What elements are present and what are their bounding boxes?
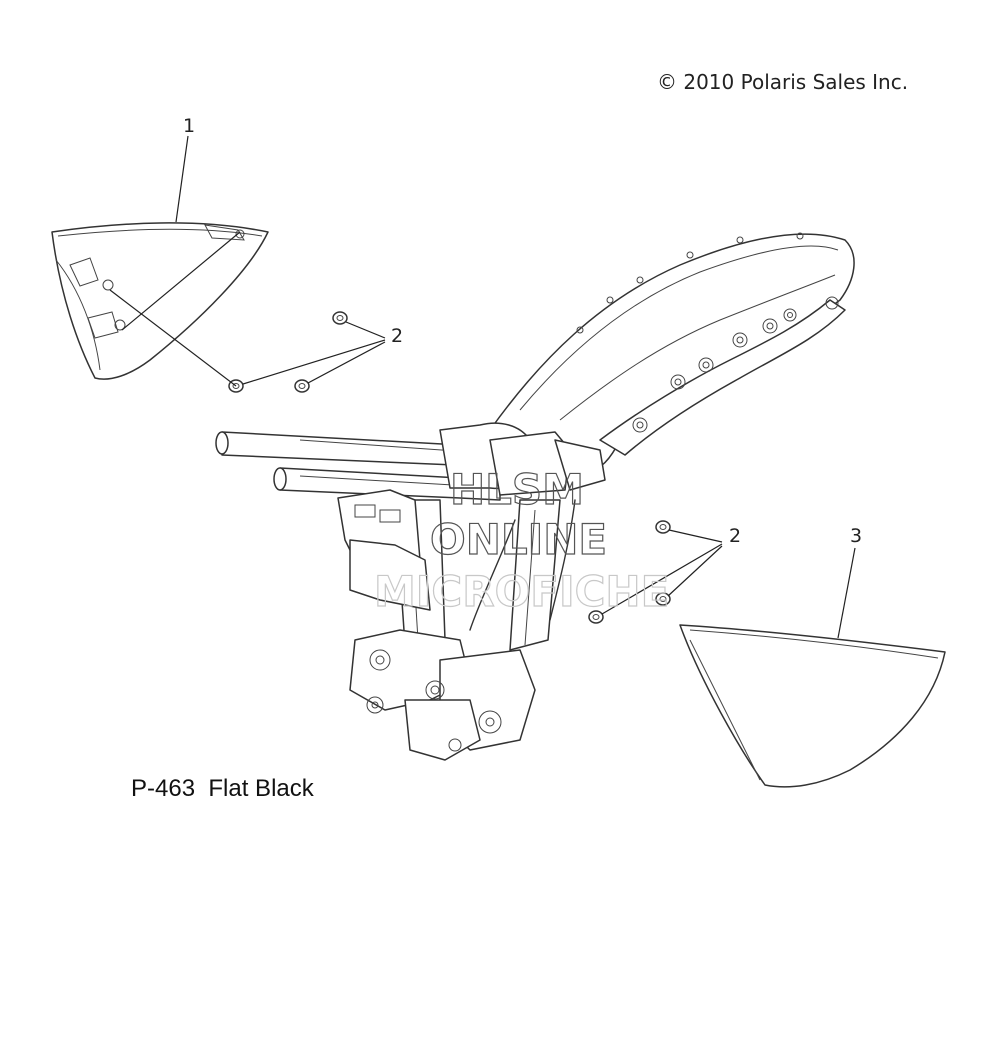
paint-code-caption: P-463 Flat Black xyxy=(131,775,315,802)
callout-2-lower: 2 xyxy=(729,525,741,547)
grommets-upper xyxy=(228,311,348,393)
callout-3: 3 xyxy=(850,525,862,547)
leader-lines-lower xyxy=(601,529,856,639)
watermark: HLSM ONLINE MICROFICHE xyxy=(373,464,669,616)
copyright-text: © 2010 Polaris Sales Inc. xyxy=(657,70,908,94)
side-cover-left xyxy=(51,222,269,380)
callout-2-upper: 2 xyxy=(391,325,403,347)
leader-lines-upper xyxy=(109,135,386,387)
watermark-line-3: MICROFICHE xyxy=(374,567,669,616)
motorcycle-frame xyxy=(215,232,855,761)
side-cover-right xyxy=(679,624,946,788)
watermark-line-1: HLSM xyxy=(450,465,584,514)
watermark-line-2: ONLINE xyxy=(430,515,607,564)
callout-1: 1 xyxy=(183,115,195,137)
grommets-lower xyxy=(588,520,671,624)
